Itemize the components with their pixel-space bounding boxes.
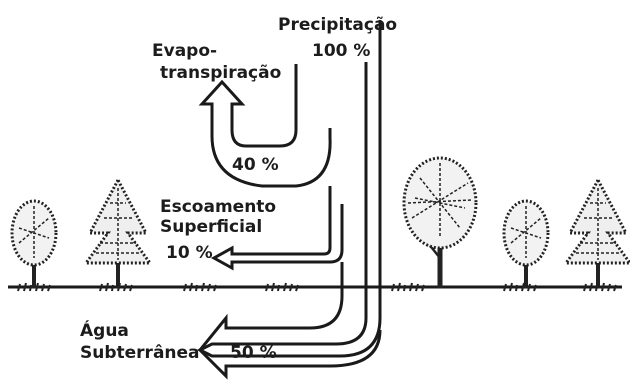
tree-illustration <box>502 199 550 290</box>
precipitation-flow-arrow <box>196 20 382 358</box>
evapotranspiration-label-line1: Evapo- <box>152 41 218 61</box>
tree-illustration <box>404 158 476 288</box>
groundwater-label-line1: Água <box>80 321 129 341</box>
evapotranspiration-label-line2: transpiração <box>160 63 282 83</box>
groundwater-flow-arrow <box>197 262 382 380</box>
groundwater-label-line2: Subterrânea <box>80 343 200 363</box>
precipitation-percent: 100 % <box>312 41 371 61</box>
evapotranspiration-percent: 40 % <box>232 155 279 175</box>
evapotranspiration-flow-arrow <box>198 64 332 188</box>
tree-illustration <box>84 178 152 290</box>
tree-illustration <box>564 178 630 290</box>
surface-runoff-percent: 10 % <box>166 243 213 263</box>
groundwater-percent: 50 % <box>230 343 277 363</box>
surface-runoff-label-line2: Superficial <box>160 217 263 237</box>
precipitation-label: Precipitação <box>278 15 398 35</box>
tree-illustration <box>10 199 58 290</box>
surface-runoff-flow-arrow <box>210 186 344 271</box>
surface-runoff-label-line1: Escoamento <box>160 197 277 217</box>
